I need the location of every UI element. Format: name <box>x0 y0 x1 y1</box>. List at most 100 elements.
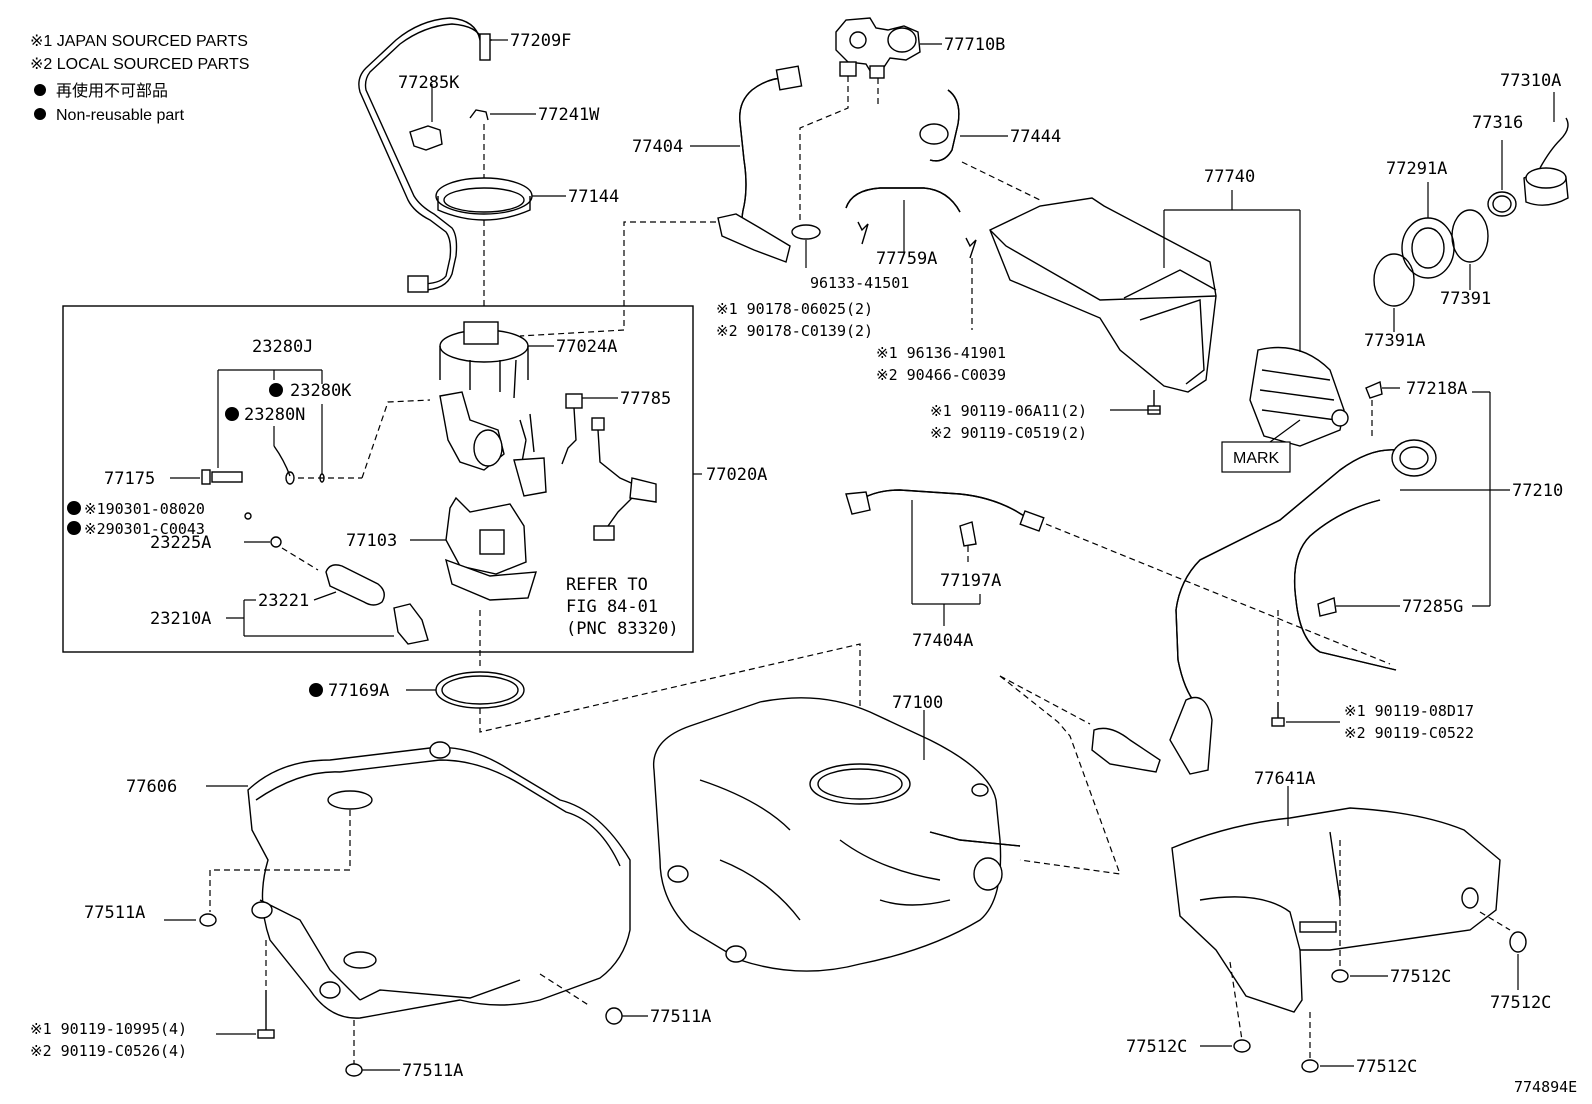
bolt-icon <box>1271 702 1285 727</box>
retainer-ring-77144 <box>435 177 566 221</box>
part-label-23280K[interactable]: 23280K <box>290 381 352 401</box>
non-reusable-dot-icon <box>34 84 46 96</box>
part-label-77020A[interactable]: 77020A <box>706 465 767 485</box>
part-label-77209F[interactable]: 77209F <box>510 31 571 51</box>
part-label-77785[interactable]: 77785 <box>620 389 671 409</box>
part-label-23280J[interactable]: 23280J <box>252 337 313 357</box>
o-ring-icon <box>285 471 295 485</box>
connector-icon <box>407 275 429 293</box>
part-label-77511A[interactable]: 77511A <box>650 1007 711 1027</box>
part-label-90119-08D17[interactable]: ※1 90119-08D17 <box>1344 702 1474 720</box>
clip-77285K <box>409 84 443 151</box>
protector-77606 <box>206 741 631 1019</box>
non-reusable-dot-icon <box>67 521 81 535</box>
o-ring-icon <box>319 473 325 483</box>
part-label-77241W[interactable]: 77241W <box>538 105 600 125</box>
part-label-77740[interactable]: 77740 <box>1204 167 1255 187</box>
pump-77103 <box>410 496 537 601</box>
clip-icon <box>345 1063 363 1077</box>
part-label-77103[interactable]: 77103 <box>346 531 397 551</box>
connector-77175 <box>170 469 243 485</box>
part-label-77285K[interactable]: 77285K <box>398 73 460 93</box>
part-label-77285G[interactable]: 77285G <box>1402 597 1463 617</box>
part-label-90466-C0039[interactable]: ※2 90466-C0039 <box>876 366 1006 384</box>
part-label-77316[interactable]: 77316 <box>1472 113 1523 133</box>
part-label-77404[interactable]: 77404 <box>632 137 683 157</box>
part-label-77404A[interactable]: 77404A <box>912 631 973 651</box>
hose-77759A <box>845 187 961 254</box>
part-label-23210A[interactable]: 23210A <box>150 609 211 629</box>
o-ring-icon <box>244 512 252 520</box>
part-label-90119-06A11[interactable]: ※1 90119-06A11(2) <box>930 402 1087 420</box>
lines-23210A <box>226 599 394 637</box>
part-label-77511A[interactable]: 77511A <box>402 1061 463 1081</box>
part-label-90178-C0139[interactable]: ※2 90178-C0139(2) <box>716 322 873 340</box>
part-label-77512C[interactable]: 77512C <box>1356 1057 1417 1077</box>
clip-icon <box>199 913 217 927</box>
sender-wire-77209F <box>358 17 508 293</box>
part-label-77144[interactable]: 77144 <box>568 187 619 207</box>
part-label-23225A[interactable]: 23225A <box>150 533 211 553</box>
legend-local-sourced: ※2 LOCAL SOURCED PARTS <box>30 56 249 73</box>
non-reusable-dot-icon <box>225 407 239 421</box>
gasket-96133 <box>791 224 821 268</box>
part-label-90178-06025[interactable]: ※1 90178-06025(2) <box>716 300 873 318</box>
part-label-77291A[interactable]: 77291A <box>1386 159 1447 179</box>
hose-77404 <box>690 65 803 263</box>
part-label-77511A[interactable]: 77511A <box>84 903 145 923</box>
refer-text-line2[interactable]: FIG 84-01 <box>566 597 658 617</box>
gasket-77169A <box>406 671 525 709</box>
lines-23280J <box>217 369 431 479</box>
mark-text: MARK <box>1233 450 1280 467</box>
part-label-77641A[interactable]: 77641A <box>1254 769 1315 789</box>
part-label-77444[interactable]: 77444 <box>1010 127 1061 147</box>
part-label-77100[interactable]: 77100 <box>892 693 943 713</box>
part-label-23221[interactable]: 23221 <box>258 591 309 611</box>
part-label-90119-10995[interactable]: ※1 90119-10995(4) <box>30 1020 187 1038</box>
part-label-77512C[interactable]: 77512C <box>1126 1037 1187 1057</box>
connector-icon <box>479 33 491 61</box>
part-label-90119-C0519[interactable]: ※2 90119-C0519(2) <box>930 424 1087 442</box>
part-label-77175[interactable]: 77175 <box>104 469 155 489</box>
part-label-77197A[interactable]: 77197A <box>940 571 1001 591</box>
sender-gauge <box>439 391 547 497</box>
non-reusable-dot-icon <box>67 501 81 515</box>
part-label-77512C[interactable]: 77512C <box>1390 967 1451 987</box>
clamp-icon <box>965 237 977 259</box>
part-label-90119-C0522[interactable]: ※2 90119-C0522 <box>1344 724 1474 742</box>
part-label-77759A[interactable]: 77759A <box>876 249 937 269</box>
legend-non-reusable-en: Non-reusable part <box>56 107 185 124</box>
clip-icon <box>1331 969 1349 983</box>
charcoal-canister-77740 <box>989 190 1349 447</box>
part-label-77169A[interactable]: 77169A <box>328 681 389 701</box>
part-label-96133-41501[interactable]: 96133-41501 <box>810 274 909 292</box>
part-label-77391[interactable]: 77391 <box>1440 289 1491 309</box>
legend: ※1 JAPAN SOURCED PARTS ※2 LOCAL SOURCED … <box>30 33 249 124</box>
valve-77710B <box>835 17 942 79</box>
refer-text-line1[interactable]: REFER TO <box>566 575 648 595</box>
part-label-77606[interactable]: 77606 <box>126 777 177 797</box>
part-label-77210[interactable]: 77210 <box>1512 481 1563 501</box>
filter-23225A <box>244 536 319 571</box>
part-label-90119-C0526[interactable]: ※2 90119-C0526(4) <box>30 1042 187 1060</box>
part-label-77218A[interactable]: 77218A <box>1406 379 1467 399</box>
refer-text-line3[interactable]: (PNC 83320) <box>566 619 679 639</box>
part-label-96136-41901[interactable]: ※1 96136-41901 <box>876 344 1006 362</box>
part-label-77024A[interactable]: 77024A <box>556 337 617 357</box>
part-label-90301-C0043[interactable]: ※290301-C0043 <box>84 520 205 538</box>
non-reusable-dot-icon <box>269 383 283 397</box>
part-label-77310A[interactable]: 77310A <box>1500 71 1561 91</box>
clip-77218A <box>1365 381 1400 440</box>
part-label-77391A[interactable]: 77391A <box>1364 331 1425 351</box>
mark-callout: MARK <box>1221 419 1301 473</box>
part-label-77710B[interactable]: 77710B <box>944 35 1005 55</box>
fuel-tank-77100 <box>652 697 1021 972</box>
part-label-23280N[interactable]: 23280N <box>244 405 305 425</box>
clip-77197A <box>959 521 977 547</box>
clip-icon <box>1509 931 1527 953</box>
part-label-90301-08020[interactable]: ※190301-08020 <box>84 500 205 518</box>
bolt-icon <box>257 990 275 1039</box>
part-label-77512C[interactable]: 77512C <box>1490 993 1551 1013</box>
clip-icon <box>1301 1059 1319 1073</box>
